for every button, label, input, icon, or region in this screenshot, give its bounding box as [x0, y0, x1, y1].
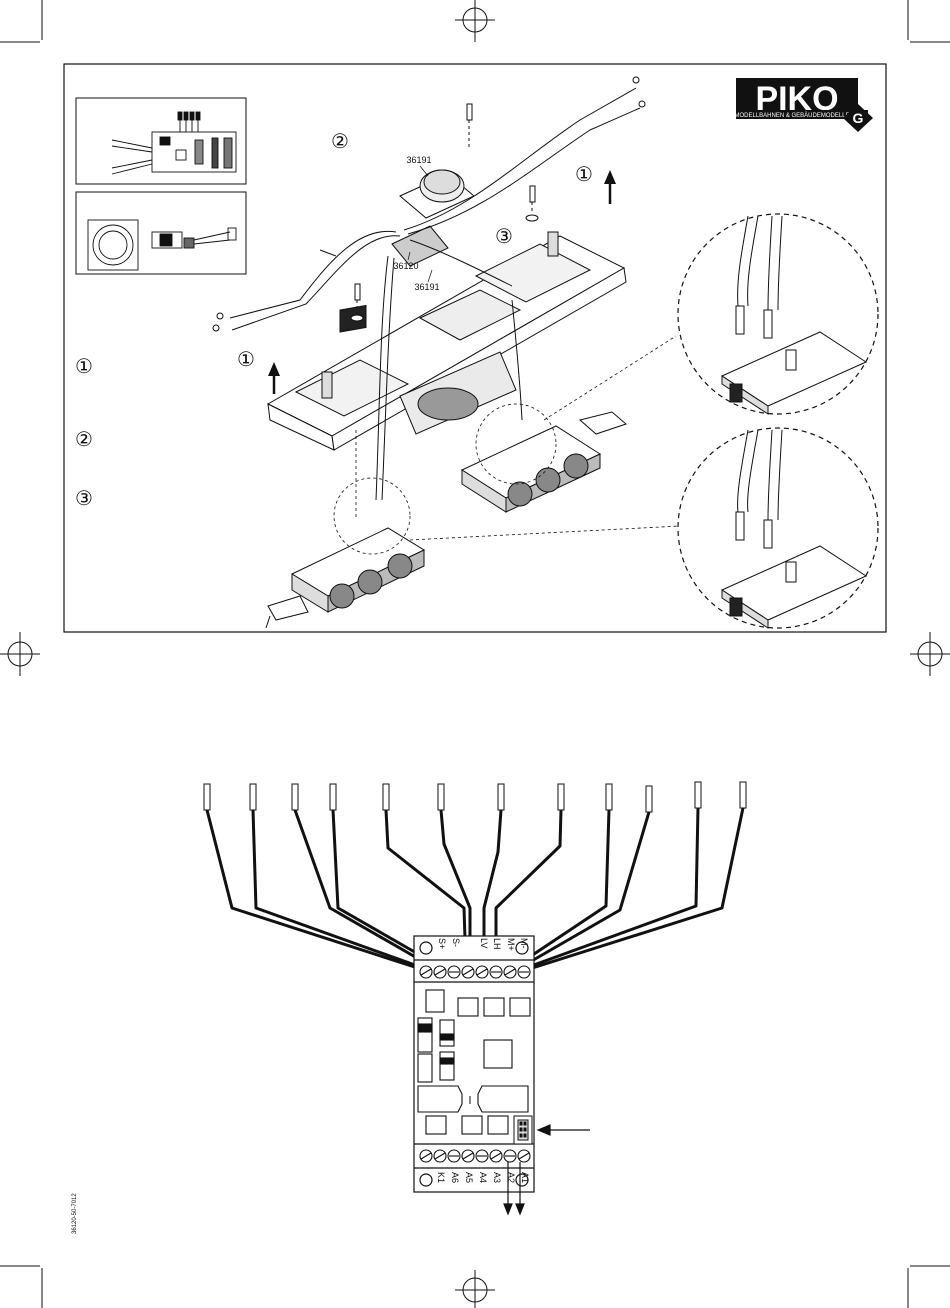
document-code: 36120-50-7012	[72, 1193, 78, 1234]
step-1-right: ①	[575, 164, 593, 186]
speaker-part	[392, 170, 474, 266]
registration-mark-bottom	[455, 1270, 495, 1308]
programming-connector	[514, 1116, 532, 1144]
legend-step-2: ②	[75, 429, 93, 451]
chassis	[268, 232, 626, 450]
piko-logo: PIKO MODELLBAHNEN & GEBÄUDEMODELLE G	[734, 78, 873, 132]
speaker-part-number: 36191	[406, 155, 431, 165]
detail-circle-top	[678, 214, 878, 414]
decoder-part-number: 36120	[393, 261, 418, 271]
detail-circle-bottom	[678, 428, 878, 628]
terminal-m-plus: M+	[506, 938, 516, 951]
step-2-top: ②	[331, 131, 349, 153]
brand-badge: G	[853, 110, 864, 126]
terminal-a5: A5	[464, 1172, 474, 1183]
step-1-left: ①	[237, 349, 255, 371]
terminal-m-minus: M-	[519, 938, 529, 949]
terminal-labels-bottom: A1 A2 A3 A4 A5 A6 K1	[436, 1172, 530, 1183]
terminal-a6: A6	[450, 1172, 460, 1183]
legend-step-3: ③	[75, 488, 93, 510]
terminal-lv: LV	[479, 938, 489, 948]
bogie-left	[266, 528, 424, 628]
terminal-a4: A4	[478, 1172, 488, 1183]
legend-step-1: ①	[75, 356, 93, 378]
terminal-a3: A3	[492, 1172, 502, 1183]
connector-arrow	[538, 1125, 590, 1135]
wire-plugs	[204, 782, 746, 812]
brand-tagline: MODELLBAHNEN & GEBÄUDEMODELLE	[734, 112, 849, 119]
inset-decoder	[76, 98, 246, 184]
inset-speaker	[76, 192, 246, 274]
terminal-s-plus: S+	[437, 938, 447, 949]
decoder-lower-part-number: 36191	[414, 282, 439, 292]
registration-mark-left	[0, 632, 40, 676]
bogie-right	[462, 412, 626, 512]
registration-mark-right	[910, 632, 950, 676]
registration-mark-top	[455, 0, 495, 42]
terminal-k1: K1	[436, 1172, 446, 1183]
terminal-lh: LH	[492, 938, 502, 950]
terminal-a1: A1	[520, 1172, 530, 1183]
terminal-s-minus: S-	[451, 938, 461, 947]
step-3-top: ③	[495, 226, 513, 248]
